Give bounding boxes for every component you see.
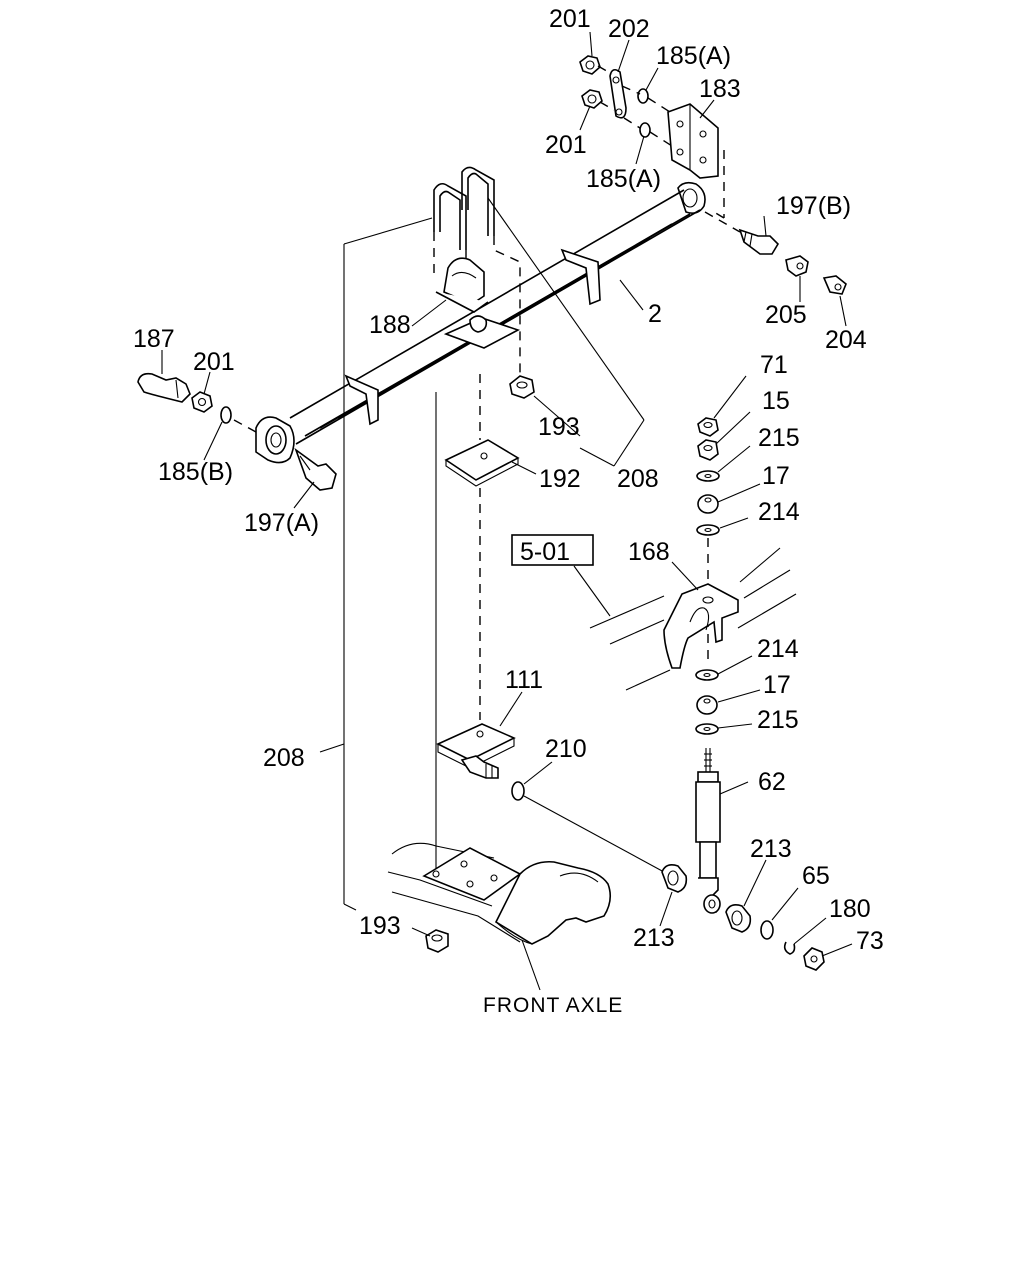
part-label: 201 [549,5,591,33]
shackle-plate-202 [609,68,627,119]
part-label: 197(A) [244,509,319,537]
part-label: 111 [505,666,543,694]
part-label: 65 [802,862,830,890]
part-label: 183 [699,75,741,103]
bushing-17-lower [696,695,718,715]
washer-215-lower [695,723,719,735]
leaf-spring-2 [255,181,706,464]
shock-absorber-62 [695,748,721,914]
part-label: 193 [359,912,401,940]
part-label: 71 [760,351,788,379]
washer-185a-lower [639,122,651,138]
bolt-197a [294,447,337,491]
part-label: 213 [633,924,675,952]
part-label: 188 [369,311,411,339]
washer-214-upper [696,524,720,536]
nut-201-left [191,391,213,413]
washer-185b [220,406,232,424]
leader-lines [161,31,853,991]
part-label: 215 [758,424,800,452]
part-label: 187 [133,325,175,353]
part-label: 193 [538,413,580,441]
part-label: 73 [856,927,884,955]
shock-bracket-168 [663,583,739,669]
section-ref-label: 5-01 [520,538,570,566]
part-label: 197(B) [776,192,851,220]
shock-stack [663,417,825,971]
spacer-plate-192 [444,439,520,487]
part-label: 201 [545,131,587,159]
washer-185a-upper [637,88,649,104]
bushing-213-left [661,864,688,893]
part-label: 214 [757,635,799,663]
section-ref-box [511,534,594,566]
part-labels: 201 202 185(A) 183 201 185(A) 197(B) 205… [133,5,884,955]
shackle-group [579,55,725,219]
front-axle [387,842,612,945]
lock-washer-180 [783,941,796,955]
part-label: 168 [628,538,670,566]
spring-bumper-188 [435,257,489,313]
washer-210 [511,781,525,801]
pad-plate-111 [436,723,516,779]
part-label: 180 [829,895,871,923]
part-label: 17 [763,671,791,699]
part-label: 210 [545,735,587,763]
nut-15 [697,439,719,461]
hanger-bracket-183 [667,103,719,179]
part-label: 204 [825,326,867,354]
washer-214-lower [695,669,719,681]
part-label: 15 [762,387,790,415]
nut-193-lower [425,929,449,953]
nut-201-upper [579,55,601,75]
part-label: 62 [758,768,786,796]
bushing-213-right [725,904,752,933]
part-label: 185(A) [586,165,661,193]
grease-fitting-204 [822,275,847,295]
nut-201-lower [581,89,603,109]
part-label: 214 [758,498,800,526]
washer-65 [760,920,774,940]
part-label: 2 [648,300,662,328]
part-label: 215 [757,706,799,734]
nut-193-upper [509,375,535,399]
part-label: 185(A) [656,42,731,70]
part-label: 17 [762,462,790,490]
part-label: 205 [765,301,807,329]
grease-fitting-205 [785,255,809,277]
part-label: 208 [617,465,659,493]
axle-label: FRONT AXLE [483,994,623,1017]
washer-215-upper [696,470,720,482]
part-label: 201 [193,348,235,376]
grease-fitting-187 [137,372,191,403]
part-label: 202 [608,15,650,43]
part-label: 192 [539,465,581,493]
frame-reference-lines [589,547,797,691]
part-label: 208 [263,744,305,772]
part-label: 185(B) [158,458,233,486]
nut-73 [803,947,825,971]
part-label: 213 [750,835,792,863]
bushing-17-upper [697,494,719,514]
nut-71 [697,417,719,437]
bolt-197b [738,228,780,255]
